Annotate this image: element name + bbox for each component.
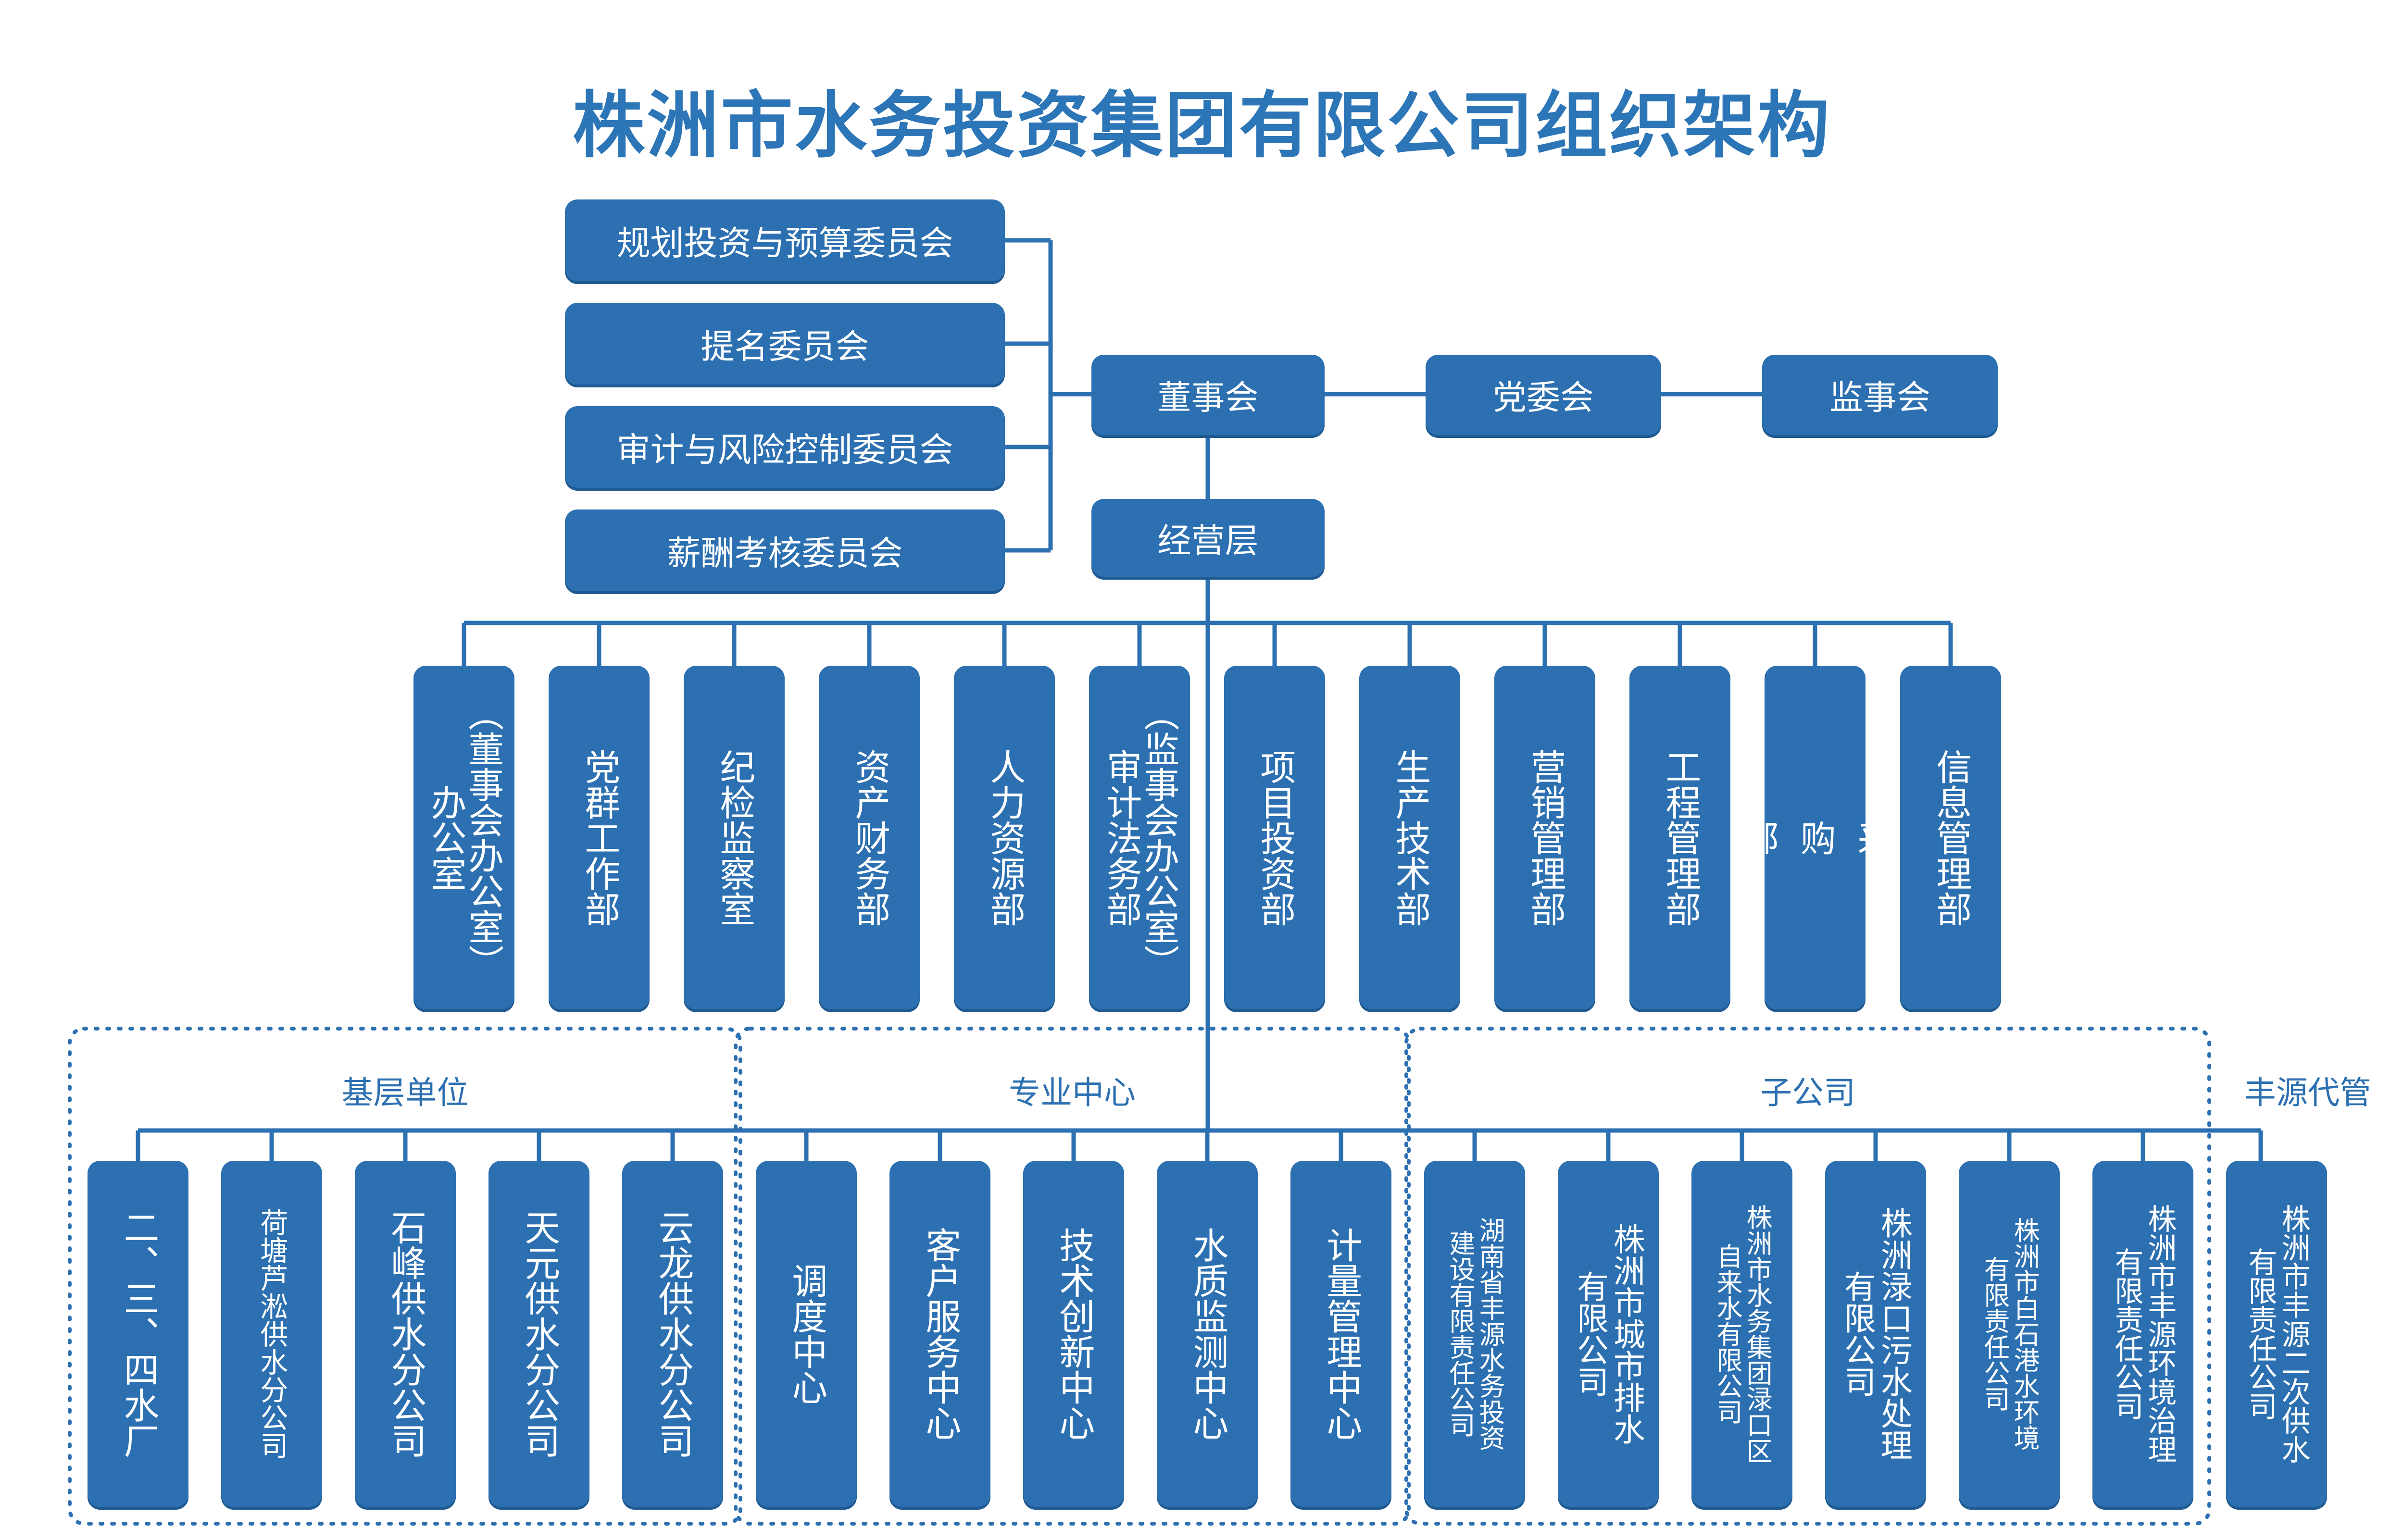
- page-title: 株洲市水务投资集团有限公司组织架构: [572, 84, 1831, 168]
- department-box: （监事会办公室） 审计法务部: [1089, 666, 1190, 1009]
- zone-label-fengyuan: 丰源代管: [2244, 1074, 2371, 1111]
- department-box: 资产财务部: [819, 666, 920, 1009]
- subsidiary-box: 株洲渌口污水处理 有限公司: [1825, 1161, 1926, 1507]
- base-unit-box: 荷塘芦淞供水分公司: [221, 1161, 322, 1507]
- subsidiary-box: 株洲市白石港水环境 有限责任公司: [1959, 1161, 2060, 1507]
- department-box: 纪检监察室: [684, 666, 785, 1009]
- department-box: 生产技术部: [1359, 666, 1460, 1009]
- subsidiary-box: 株洲市丰源环境治理 有限责任公司: [2092, 1161, 2193, 1507]
- subsidiary-box: 株洲市城市排水 有限公司: [1558, 1161, 1659, 1507]
- department-box: 采 购 部: [1738, 666, 1893, 1009]
- fengyuan-unit-box: 株洲市丰源二次供水 有限责任公司: [2226, 1161, 2327, 1507]
- party-committee: 党委会: [1426, 355, 1661, 435]
- board-of-directors: 董事会: [1091, 355, 1325, 435]
- department-box: 项目投资部: [1224, 666, 1325, 1009]
- department-box: 人力资源部: [954, 666, 1055, 1009]
- management-layer: 经营层: [1091, 499, 1325, 577]
- subsidiary-box: 株洲市水务集团渌口区 自来水有限公司: [1691, 1161, 1792, 1507]
- committee-compensation: 薪酬考核委员会: [565, 509, 1005, 591]
- committee-planning-budget: 规划投资与预算委员会: [565, 199, 1005, 281]
- department-box: 营销管理部: [1494, 666, 1595, 1009]
- center-box: 计量管理中心: [1290, 1161, 1391, 1507]
- committee-audit-risk: 审计与风险控制委员会: [565, 406, 1005, 488]
- base-unit-box: 石峰供水分公司: [355, 1161, 456, 1507]
- subsidiary-box: 湖南省丰源水务投资 建设有限责任公司: [1424, 1161, 1525, 1507]
- center-box: 调度中心: [756, 1161, 857, 1507]
- zone-label-subsidiaries: 子公司: [1760, 1074, 1855, 1111]
- department-box: （董事会办公室） 办公室: [413, 666, 514, 1009]
- supervisory-board: 监事会: [1762, 355, 1998, 435]
- zone-label-centers: 专业中心: [1009, 1074, 1136, 1111]
- center-box: 技术创新中心: [1023, 1161, 1124, 1507]
- committee-nomination: 提名委员会: [565, 303, 1005, 385]
- department-box: 信息管理部: [1900, 666, 2001, 1009]
- center-box: 水质监测中心: [1157, 1161, 1258, 1507]
- department-box: 工程管理部: [1629, 666, 1730, 1009]
- base-unit-box: 云龙供水分公司: [622, 1161, 723, 1507]
- base-unit-box: 二、三、四水厂: [88, 1161, 188, 1507]
- center-box: 客户服务中心: [889, 1161, 990, 1507]
- base-unit-box: 天元供水分公司: [488, 1161, 589, 1507]
- department-box: 党群工作部: [549, 666, 650, 1009]
- zone-label-base-units: 基层单位: [341, 1074, 469, 1111]
